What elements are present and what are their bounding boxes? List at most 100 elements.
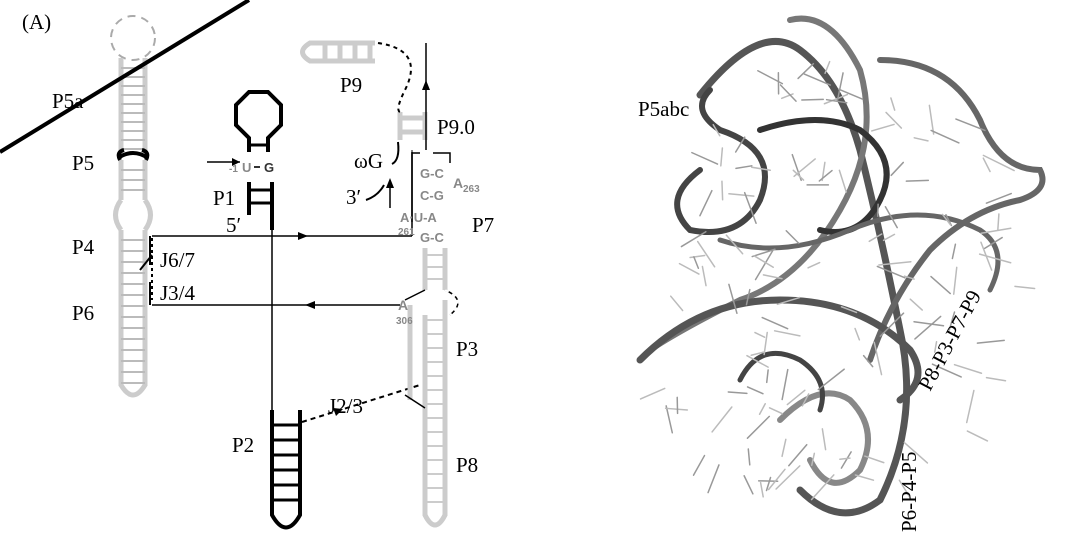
- base-stick: [759, 481, 764, 498]
- label-j23: J2/3: [328, 394, 363, 418]
- nt-a263-number: 263: [463, 184, 480, 195]
- base-stick: [763, 331, 768, 356]
- base-stick: [903, 441, 929, 464]
- base-stick: [839, 457, 851, 460]
- base-stick: [680, 230, 707, 248]
- base-stick: [890, 161, 905, 177]
- base-stick: [824, 60, 831, 74]
- base-stick: [743, 474, 754, 495]
- base-stick: [914, 315, 942, 340]
- cleavage-arrowhead: [232, 158, 240, 166]
- base-stick: [639, 387, 666, 400]
- base-stick: [976, 339, 1005, 344]
- base-stick: [773, 330, 801, 337]
- base-stick: [746, 354, 769, 368]
- panel-label: (A): [22, 10, 51, 34]
- base-stick: [691, 151, 719, 165]
- base-stick: [985, 376, 1007, 382]
- label-j67: J6/7: [160, 248, 195, 272]
- base-stick: [898, 479, 912, 499]
- helix-rungs: [121, 67, 145, 384]
- label-p2: P2: [232, 433, 254, 457]
- base-stick: [930, 275, 952, 295]
- base-stick: [885, 111, 903, 129]
- p2-helix: [270, 410, 302, 530]
- base-stick: [746, 386, 764, 395]
- backbone-ribbon: [636, 296, 922, 404]
- base-stick: [890, 97, 896, 111]
- base-stick: [854, 327, 861, 341]
- base-stick: [884, 206, 898, 229]
- base-stick: [669, 295, 684, 312]
- base-stick: [750, 166, 772, 171]
- base-stick: [868, 233, 883, 243]
- base-stick: [928, 104, 935, 135]
- base-stick: [693, 256, 700, 270]
- base-stick: [803, 73, 832, 86]
- three-prime-tail: [365, 184, 385, 201]
- base-stick: [746, 415, 771, 439]
- base-stick: [980, 227, 1012, 235]
- base-stick: [818, 169, 833, 182]
- label-p9: P9: [340, 73, 362, 97]
- base-stick: [933, 340, 938, 353]
- up-arrowhead: [386, 178, 394, 188]
- base-stick: [765, 369, 769, 384]
- base-stick: [699, 189, 713, 217]
- base-stick: [664, 407, 689, 411]
- backbone-ribbon: [674, 87, 768, 235]
- base-stick: [743, 191, 757, 224]
- base-stick: [955, 118, 986, 132]
- j23-dashed: [301, 384, 421, 423]
- base-stick: [792, 169, 805, 181]
- nt-a261-number: 261: [398, 227, 415, 238]
- base-stick: [825, 98, 848, 104]
- base-stick: [776, 296, 801, 306]
- base-stick: [838, 169, 848, 193]
- base-stick: [840, 451, 852, 469]
- j-connectors: [139, 236, 153, 305]
- base-stick: [966, 430, 989, 442]
- base-stick: [821, 428, 827, 451]
- base-stick: [836, 72, 844, 101]
- base-stick: [692, 454, 706, 476]
- base-stick: [965, 389, 975, 424]
- base-stick: [786, 389, 806, 406]
- p3-junction: [404, 289, 459, 316]
- backbone-ribbon: [867, 57, 1046, 363]
- base-stick: [707, 464, 720, 494]
- base-stick: [879, 312, 905, 337]
- base-stick: [779, 84, 797, 102]
- base-stick: [823, 93, 849, 105]
- p2-rungs: [272, 423, 300, 502]
- base-stick: [788, 443, 808, 467]
- p1-hairpin: [0, 0, 283, 230]
- base-stick: [734, 136, 746, 153]
- tertiary-structure-ribbon: [636, 15, 1046, 517]
- base-stick: [983, 236, 1003, 250]
- base-stick: [952, 266, 958, 295]
- backbone-ribbon: [777, 390, 871, 486]
- base-stick: [903, 275, 915, 280]
- label-p90: P9.0: [437, 115, 475, 139]
- base-stick: [762, 274, 783, 280]
- base-stick: [978, 253, 1012, 264]
- base-stick: [775, 465, 801, 490]
- label-p6p4p5: P6-P4-P5: [897, 451, 921, 532]
- base-stick: [758, 403, 766, 415]
- base-stick: [953, 363, 983, 375]
- base-stick: [930, 129, 960, 144]
- base-stick: [801, 98, 824, 101]
- p7-pair-1: G-C: [420, 166, 444, 181]
- base-stick: [712, 123, 721, 137]
- label-p3: P3: [456, 337, 478, 361]
- p7-pair-2: C-G: [420, 188, 444, 203]
- base-stick: [982, 154, 1015, 172]
- base-stick: [711, 406, 733, 433]
- base-stick: [863, 455, 885, 464]
- base-stick: [728, 283, 738, 315]
- p7-bracket: [411, 152, 451, 222]
- base-stick: [781, 368, 789, 401]
